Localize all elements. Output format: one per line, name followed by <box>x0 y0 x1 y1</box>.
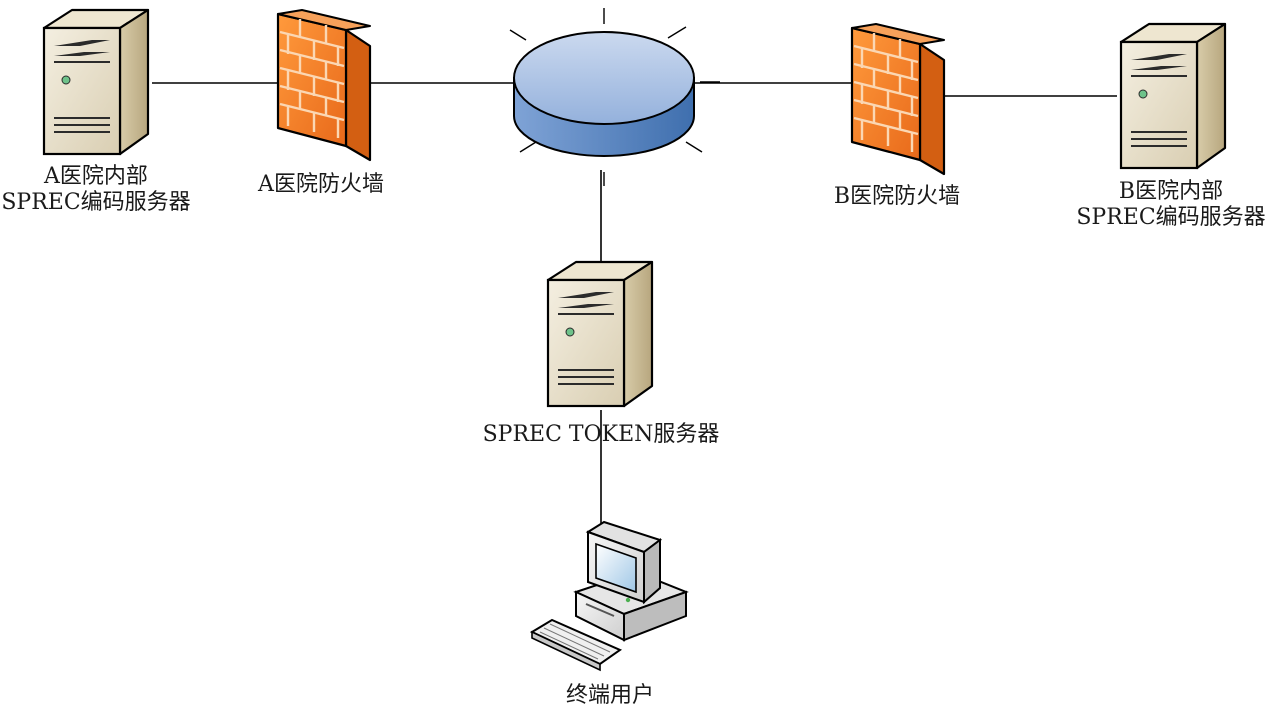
b-hospital-firewall-icon <box>850 22 946 176</box>
a-hospital-server-label: A医院内部 SPREC编码服务器 <box>1 164 191 215</box>
b-hospital-firewall-label: B医院防火墙 <box>833 184 961 209</box>
token-server-label: SPREC TOKEN服务器 <box>482 422 720 447</box>
b-hospital-server-label: B医院内部 SPREC编码服务器 <box>1076 179 1266 230</box>
connection-lines <box>152 82 1117 535</box>
end-user-workstation-icon <box>529 520 689 672</box>
a-hospital-firewall-icon <box>276 8 372 162</box>
a-hospital-server-icon <box>38 4 152 160</box>
end-user-label: 终端用户 <box>565 683 655 708</box>
a-hospital-firewall-label: A医院防火墙 <box>258 172 384 197</box>
network-hub-icon <box>509 8 720 186</box>
token-server-icon <box>542 256 656 412</box>
b-hospital-server-icon <box>1115 18 1229 174</box>
